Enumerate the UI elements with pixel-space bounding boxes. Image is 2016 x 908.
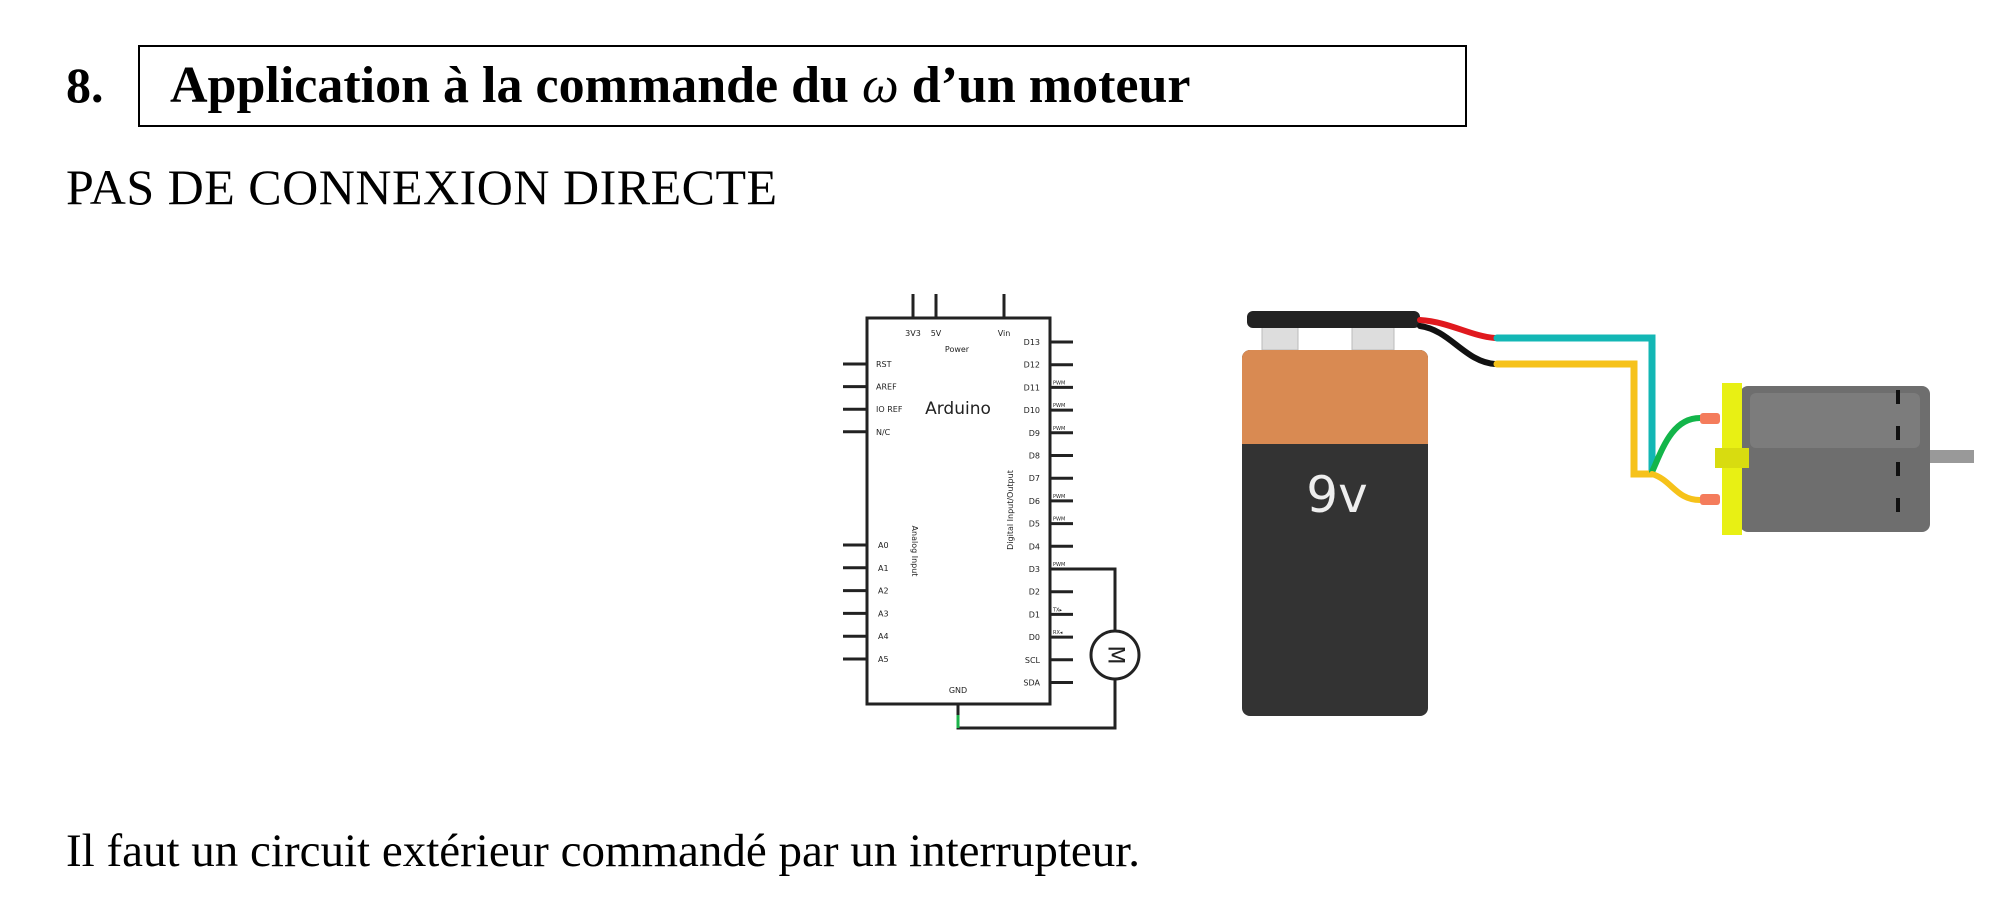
pin-label-d8: D8 [1029, 452, 1040, 461]
pin-label-d6: D6 [1029, 497, 1040, 506]
pin-tag: PWM [1053, 494, 1065, 500]
omega-symbol: ω [861, 57, 899, 114]
green-wire [1649, 415, 1703, 475]
motor-highlight [1750, 393, 1920, 448]
motor-symbol-letter: M [1103, 646, 1128, 665]
wire-d3-motor [1050, 567, 1117, 631]
motor-terminal [1700, 413, 1720, 424]
battery-terminal [1351, 325, 1395, 351]
pin-label: N/C [876, 428, 891, 437]
pin-label-d2: D2 [1029, 588, 1040, 597]
pin-label-d4: D4 [1029, 542, 1040, 551]
section-number: 8. [66, 57, 104, 113]
battery-label: 9v [1306, 466, 1367, 524]
motor-symbol [1089, 629, 1141, 681]
pin-label-sda: SDA [1023, 679, 1040, 688]
power-group-label: Power [945, 345, 970, 354]
arduino-board [865, 316, 1052, 706]
black-wire [1417, 323, 1498, 367]
pin-label: AREF [876, 383, 897, 392]
pin-tag: PWM [1053, 426, 1065, 432]
pin-label-a4: A4 [878, 632, 889, 641]
pin-label-5v: 5V [931, 329, 942, 338]
pin-tag: PWM [1053, 403, 1065, 409]
pin-tag: PWM [1053, 562, 1065, 568]
title-text: Application à la commande du [170, 57, 862, 114]
pin-label-d1: D1 [1029, 610, 1040, 619]
yellow-lead [1649, 471, 1703, 503]
battery-top-band [1242, 350, 1428, 444]
pin-label-d5: D5 [1029, 520, 1040, 529]
battery-cap [1247, 311, 1420, 328]
battery-motor-wires [1417, 317, 1703, 503]
conclusion-text: Il faut un circuit extérieur commandé pa… [66, 825, 1141, 877]
pin-label-d9: D9 [1029, 429, 1040, 438]
pin-label-d11: D11 [1024, 383, 1040, 392]
yellow-wire [1493, 360, 1656, 478]
pin-label-d7: D7 [1029, 474, 1040, 483]
pin-label: IO REF [876, 405, 903, 414]
pin-label: RST [876, 360, 892, 369]
pin-tag: TX▸ [1052, 607, 1062, 613]
pin-label-vin: Vin [998, 329, 1011, 338]
pin-label-a0: A0 [878, 541, 889, 550]
pin-tag: PWM [1053, 517, 1065, 523]
red-wire [1417, 317, 1498, 341]
battery-9v: 9v [1242, 311, 1428, 716]
analog-group-label: Analog Input [910, 526, 919, 577]
pin-label-a1: A1 [878, 564, 889, 573]
motor-bushing [1715, 448, 1749, 468]
gnd-label: GND [949, 686, 967, 695]
pin-label-d13: D13 [1024, 338, 1040, 347]
board-label: Arduino [925, 399, 991, 419]
teal-wire [1493, 334, 1656, 476]
pin-label-a3: A3 [878, 609, 889, 618]
section-title: Application à la commande du ω d’un mote… [138, 45, 1467, 127]
pin-label-scl: SCL [1025, 656, 1041, 665]
pin-label-3v3: 3V3 [905, 329, 921, 338]
pin-tag: PWM [1053, 380, 1065, 386]
title-text-end: d’un moteur [898, 57, 1191, 114]
pin-label-d0: D0 [1029, 633, 1040, 642]
subtitle: PAS DE CONNEXION DIRECTE [66, 159, 778, 215]
pin-label-a5: A5 [878, 655, 889, 664]
pin-label-d12: D12 [1024, 361, 1040, 370]
pin-label-a2: A2 [878, 587, 889, 596]
battery-terminal [1261, 325, 1299, 351]
pin-tag: RX◂ [1053, 630, 1063, 636]
pin-label-d3: D3 [1029, 565, 1040, 574]
motor-terminal [1700, 494, 1720, 505]
pin-label-d10: D10 [1024, 406, 1040, 415]
dc-motor [1700, 383, 1974, 535]
digital-group-label: Digital Input/Output [1006, 470, 1015, 550]
motor-shaft [1924, 450, 1974, 463]
arduino-schematic: Arduino Power Analog Input Digital Input… [843, 294, 1141, 730]
